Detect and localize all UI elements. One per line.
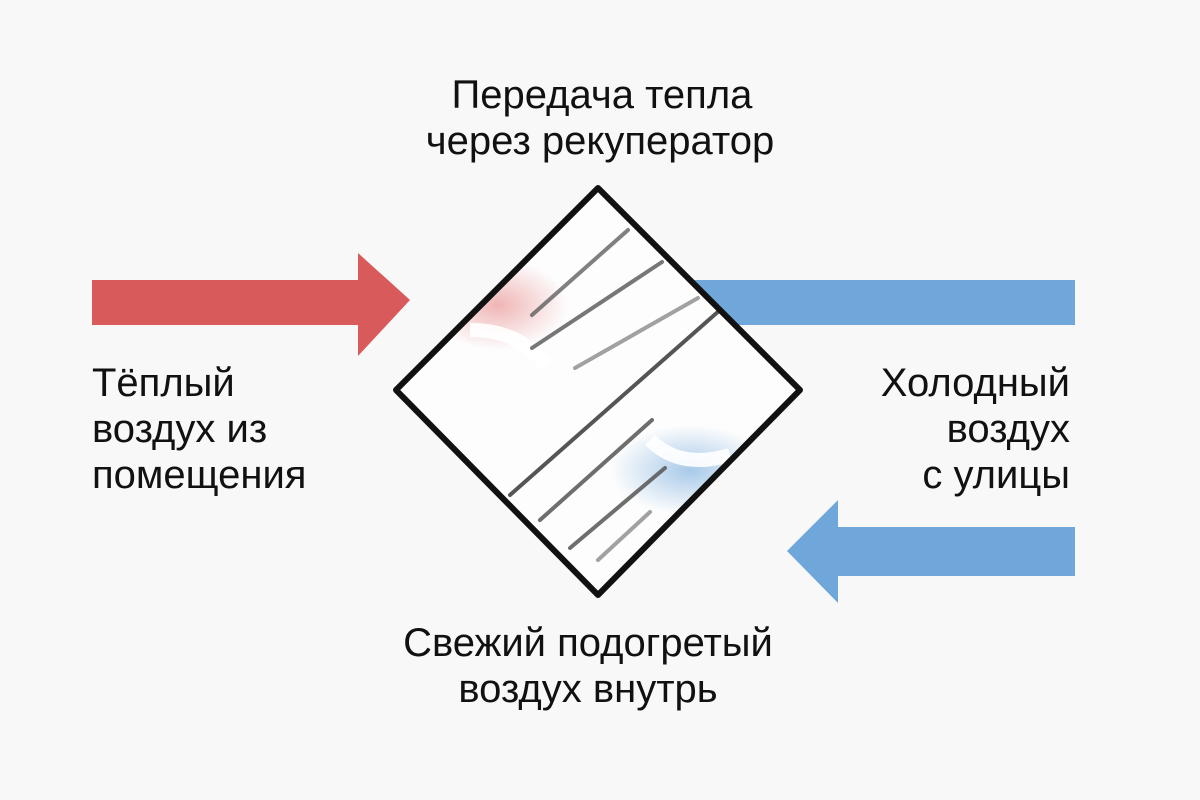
heat-exchanger [393,185,803,598]
title-line-1: Передача тепла [451,73,753,117]
plate-line-5 [538,418,654,522]
fresh-air-line-1: Свежий подогретый [403,621,773,665]
warm-air-line-2: воздух из [92,407,268,451]
plate-line-3 [573,296,700,370]
warm-air-arrow [92,253,410,356]
fresh-air-label: Свежий подогретый воздух внутрь [300,620,876,712]
exchanger-outline [393,185,803,598]
cold-air-line-2: воздух [946,407,1070,451]
plate-line-1 [530,228,630,317]
cold-air-bar [680,280,1075,325]
cold-air-arrow [787,500,1075,603]
plate-line-7 [596,510,652,562]
warm-air-line-1: Тёплый [92,361,235,405]
warm-air-label: Тёплый воздух из помещения [92,360,306,498]
warm-flow-curve [469,323,551,370]
fresh-air-line-2: воздух внутрь [458,667,718,711]
cold-flow-curve [645,434,733,467]
plate-line-2 [530,260,664,350]
plate-line-6 [568,466,667,550]
cold-air-line-3: с улицы [922,453,1070,497]
cold-air-label: Холодный воздух с улицы [881,360,1070,498]
warm-air-line-3: помещения [92,453,307,497]
cold-air-line-1: Холодный [880,361,1070,405]
exchanger-plates [508,228,722,562]
heat-transfer-title: Передача тепла через рекуператор [300,72,900,164]
title-line-2: через рекуператор [425,119,775,163]
exchanger-body [396,188,800,595]
plate-line-4 [508,308,722,497]
